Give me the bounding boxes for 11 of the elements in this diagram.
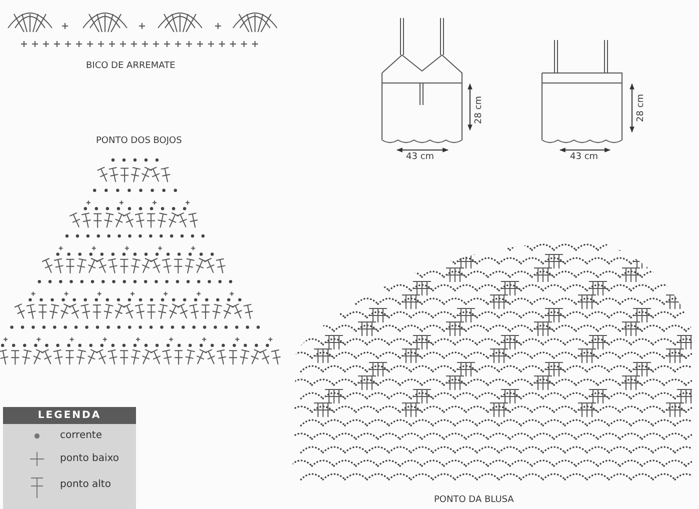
chart-title: PONTO DA BLUSA (434, 495, 514, 505)
legend-title: LEGENDA (3, 407, 136, 424)
dimension-label: 28 cm (474, 96, 484, 124)
dimension-label: 28 cm (636, 94, 646, 122)
chart-title: BICO DE ARREMATE (86, 61, 176, 71)
dimension-label: 43 cm (406, 152, 434, 162)
legend-label: ponto baixo (60, 453, 120, 464)
legend-label: ponto alto (60, 479, 111, 490)
legend-label: corrente (60, 430, 102, 441)
dimension-label: 43 cm (570, 152, 598, 162)
chart-title: PONTO DOS BOJOS (96, 136, 182, 146)
